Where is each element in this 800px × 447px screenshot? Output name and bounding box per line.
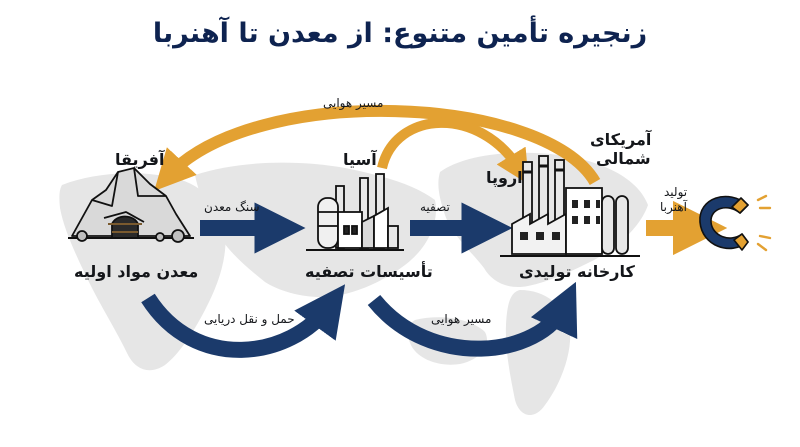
magnet-icon — [699, 194, 772, 252]
factory-icon — [500, 155, 640, 257]
region-label-north-america-line2: شمالی — [596, 149, 651, 168]
flow-label-sea-freight: حمل و نقل دریایی — [204, 312, 295, 326]
air-route-bottom-arrow — [367, 281, 578, 357]
region-label-europe: اروپا — [486, 168, 523, 187]
refinery-icon — [306, 173, 404, 251]
flow-label-magnet-production-line1: تولید — [664, 185, 688, 199]
node-label-factory: کارخانه تولیدی — [519, 262, 635, 281]
air-route-top-arrow — [154, 104, 601, 191]
mine-icon — [68, 167, 194, 243]
flow-label-ore: سنگ معدن — [204, 200, 260, 214]
flow-label-refining: تصفیه — [420, 200, 450, 214]
node-label-mine: معدن مواد اولیه — [74, 262, 199, 281]
region-label-asia: آسیا — [343, 150, 377, 169]
node-label-refinery: تأسیسات تصفیه — [305, 262, 433, 281]
sea-freight-arrow — [141, 284, 346, 358]
region-label-africa: آفریقا — [115, 150, 165, 169]
flow-label-air-route-top: مسیر هوایی — [323, 96, 384, 110]
flow-label-air-route-bottom: مسیر هوایی — [431, 312, 492, 326]
region-label-north-america-line1: آمریکای — [590, 130, 652, 149]
air-route-asia-america-arrow — [377, 118, 529, 185]
page-title: زنجیره تأمین متنوع: از معدن تا آهنربا — [152, 18, 648, 49]
flow-label-magnet-production-line2: آهنربا — [660, 200, 687, 214]
